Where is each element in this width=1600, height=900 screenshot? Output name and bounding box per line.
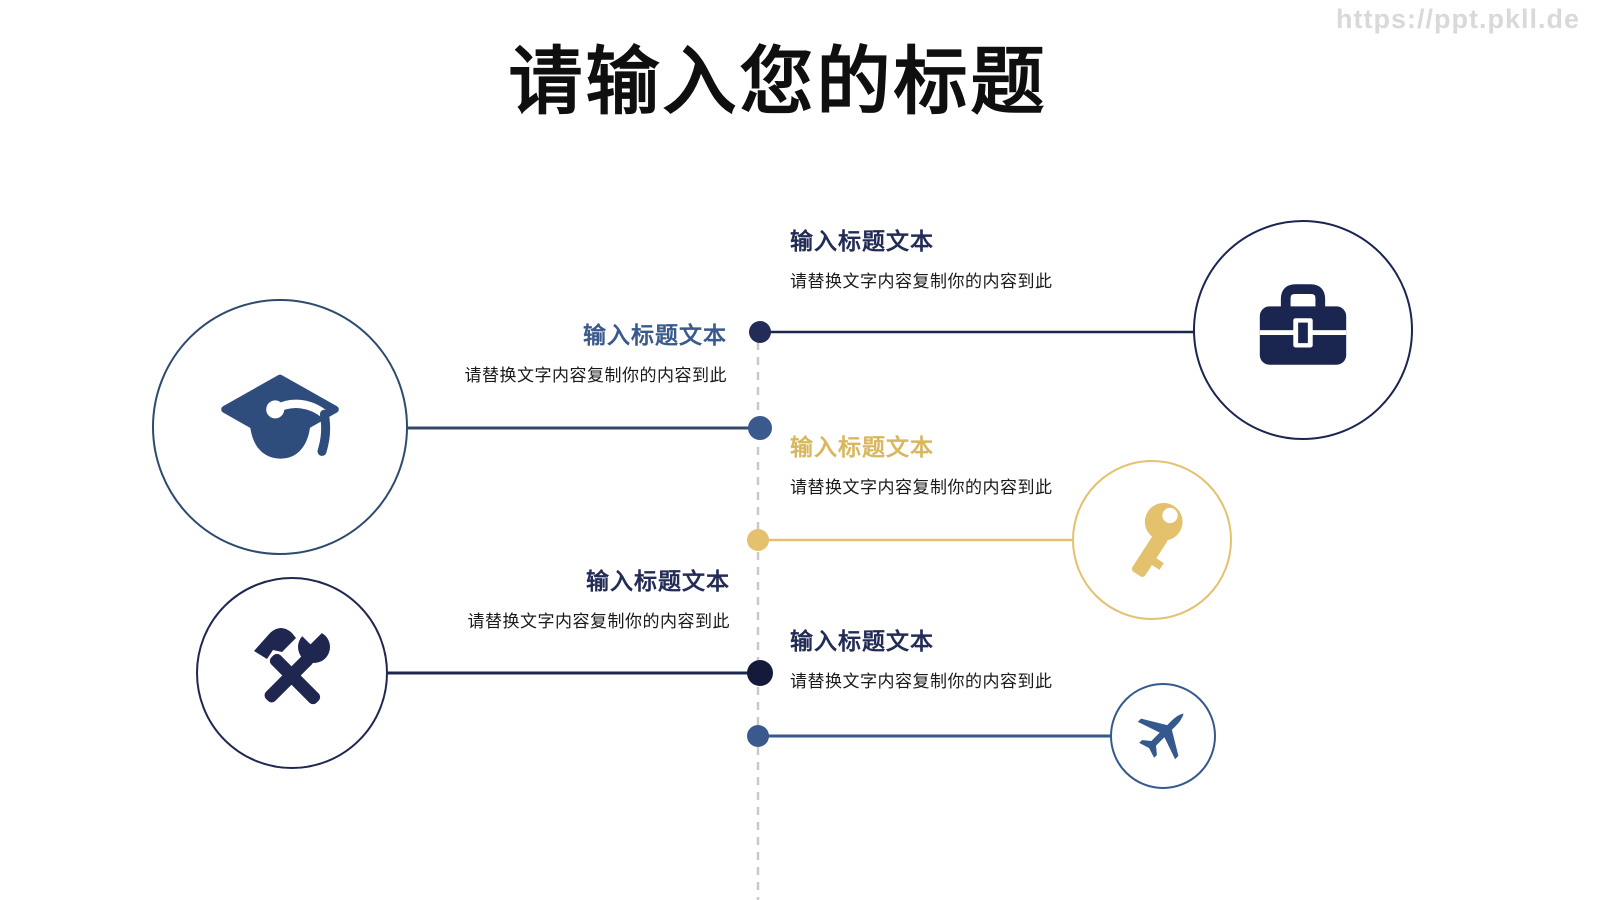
text-block-briefcase: 输入标题文本 请替换文字内容复制你的内容到此 — [790, 222, 1053, 292]
text-block-tools: 输入标题文本 请替换文字内容复制你的内容到此 — [468, 562, 731, 632]
circle-graduation — [152, 299, 408, 555]
slide-title: 请输入您的标题 — [508, 40, 1048, 123]
block-heading: 输入标题文本 — [790, 628, 934, 654]
circle-briefcase — [1193, 220, 1413, 440]
airplane-icon — [1130, 701, 1196, 772]
timeline-dot-briefcase — [749, 321, 771, 343]
block-body: 请替换文字内容复制你的内容到此 — [790, 478, 1053, 497]
circle-tools — [196, 577, 388, 769]
block-body: 请替换文字内容复制你的内容到此 — [467, 612, 730, 631]
block-body: 请替换文字内容复制你的内容到此 — [790, 272, 1053, 291]
block-heading: 输入标题文本 — [790, 434, 934, 460]
text-block-key: 输入标题文本 请替换文字内容复制你的内容到此 — [790, 428, 1053, 498]
key-icon — [1107, 493, 1197, 588]
watermark-url: https://ppt.pkll.de — [1336, 4, 1580, 34]
timeline-dot-tools — [747, 660, 773, 686]
block-body: 请替换文字内容复制你的内容到此 — [790, 672, 1053, 691]
block-body: 请替换文字内容复制你的内容到此 — [464, 366, 727, 385]
circle-key — [1072, 460, 1232, 620]
graduation-cap-icon — [220, 365, 340, 490]
timeline-dot-key — [747, 529, 769, 551]
block-heading: 输入标题文本 — [790, 228, 934, 254]
toolbox-icon — [1249, 278, 1357, 383]
hammer-wrench-icon — [242, 617, 342, 726]
block-heading: 输入标题文本 — [583, 322, 727, 348]
block-heading: 输入标题文本 — [586, 568, 730, 594]
text-block-airplane: 输入标题文本 请替换文字内容复制你的内容到此 — [790, 622, 1053, 692]
text-block-graduation: 输入标题文本 请替换文字内容复制你的内容到此 — [465, 316, 728, 386]
timeline-dot-airplane — [747, 725, 769, 747]
circle-airplane — [1110, 683, 1216, 789]
timeline-dot-graduation — [748, 416, 772, 440]
